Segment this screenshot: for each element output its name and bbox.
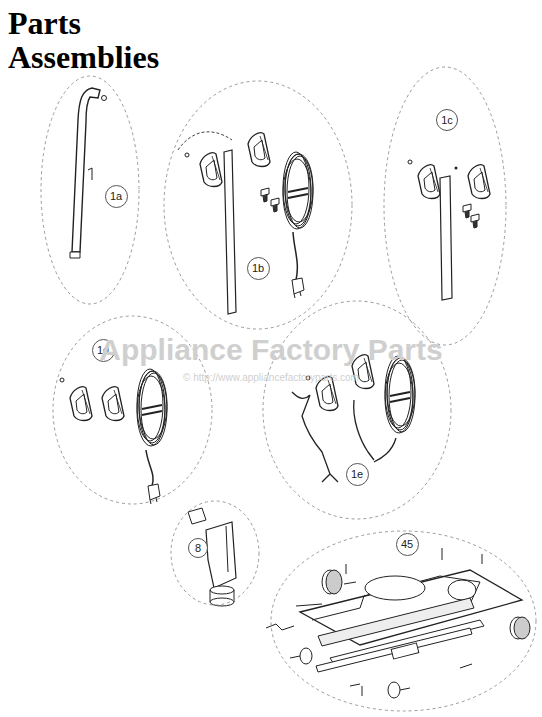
dashed-ellipse — [170, 500, 260, 606]
callout-number: 1a — [110, 190, 122, 202]
callout-number: 8 — [195, 542, 201, 554]
page-title: Parts Assemblies — [8, 6, 208, 74]
callout-circle: 45 — [396, 533, 419, 556]
dashed-ellipse — [270, 530, 537, 712]
callout-number: 45 — [401, 538, 413, 550]
callout-circle: 1c — [436, 109, 458, 131]
callout-circle: 1a — [105, 185, 128, 208]
assembly-group: 1a — [40, 75, 140, 305]
watermark: Appliance Factory Parts — [99, 333, 442, 367]
watermark: © http://www.appliancefactoryparts.com — [183, 372, 359, 383]
dashed-ellipse — [163, 80, 353, 330]
assembly-group: 1b — [163, 80, 353, 330]
assembly-group: 45 — [270, 530, 537, 712]
assembly-group: 1c — [383, 66, 507, 346]
callout-circle: 1b — [247, 257, 270, 280]
callout-number: 1e — [351, 468, 363, 480]
callout-number: 1b — [252, 262, 264, 274]
callout-circle: 8 — [188, 538, 208, 558]
dashed-ellipse — [383, 66, 507, 346]
callout-number: 1c — [441, 114, 453, 126]
assembly-group: 8 — [170, 500, 260, 606]
callout-circle: 1e — [346, 463, 369, 486]
